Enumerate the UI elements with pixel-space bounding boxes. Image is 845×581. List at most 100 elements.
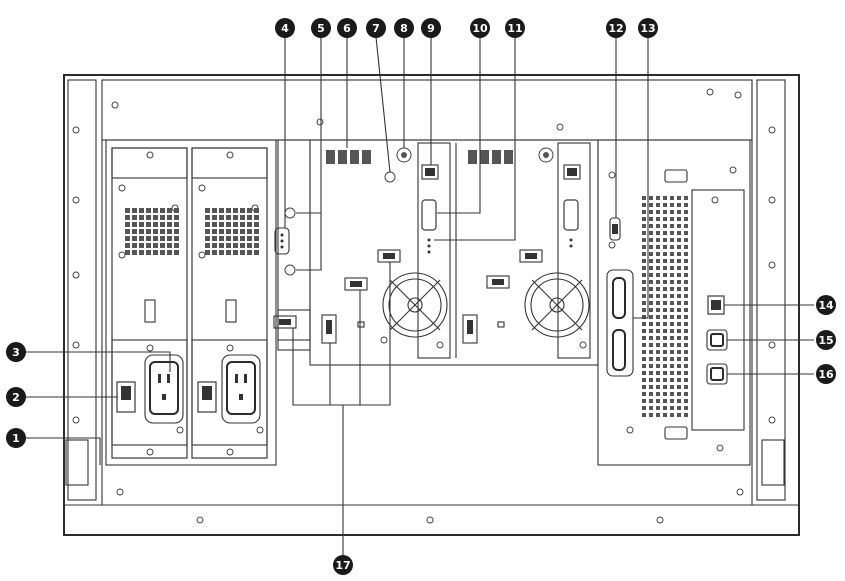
- vent-cell: [254, 208, 259, 213]
- vent-cell: [663, 266, 667, 270]
- vent-cell: [670, 259, 674, 263]
- vent-cell: [656, 252, 660, 256]
- vent-cell: [656, 238, 660, 242]
- vent-cell: [684, 378, 688, 382]
- callout-number: 5: [317, 22, 325, 35]
- vent-cell: [226, 236, 231, 241]
- vent-cell: [649, 357, 653, 361]
- vent-cell: [663, 287, 667, 291]
- power-supply-bay: [105, 139, 277, 466]
- vent-cell: [670, 231, 674, 235]
- callout-circle: [421, 18, 441, 38]
- vent-cell: [219, 222, 224, 227]
- vent-cell: [153, 236, 158, 241]
- vent-cell: [642, 329, 646, 333]
- vent-cell: [649, 371, 653, 375]
- vent-cell: [146, 229, 151, 234]
- vent-cell: [684, 266, 688, 270]
- vent-cell: [132, 215, 137, 220]
- vent-cell: [642, 301, 646, 305]
- vent-cell: [167, 250, 172, 255]
- vent-cell: [233, 250, 238, 255]
- vent-cell: [642, 406, 646, 410]
- vent-cell: [642, 238, 646, 242]
- vent-cell: [656, 273, 660, 277]
- vent-cell: [684, 287, 688, 291]
- vent-cell: [254, 229, 259, 234]
- vent-cell: [125, 222, 130, 227]
- callout-number: 9: [427, 22, 435, 35]
- vent-cell: [160, 208, 165, 213]
- vent-cell: [139, 222, 144, 227]
- callout-number: 10: [472, 22, 488, 35]
- vent-cell: [663, 308, 667, 312]
- vent-cell: [684, 294, 688, 298]
- vent-cell: [247, 208, 252, 213]
- vent-cell: [205, 222, 210, 227]
- callout-circle: [470, 18, 490, 38]
- vent-cell: [132, 229, 137, 234]
- vent-cell: [139, 208, 144, 213]
- vent-cell: [254, 243, 259, 248]
- vent-cell: [233, 208, 238, 213]
- vent-cell: [663, 406, 667, 410]
- callout-17: 17: [333, 555, 353, 575]
- vent-cell: [670, 371, 674, 375]
- controller-column: [274, 139, 311, 351]
- vent-cell: [139, 250, 144, 255]
- vent-cell: [670, 336, 674, 340]
- vent-cell: [663, 364, 667, 368]
- vent-cell: [254, 215, 259, 220]
- vent-cell: [642, 378, 646, 382]
- vent-cell: [677, 287, 681, 291]
- vent-cell: [656, 378, 660, 382]
- vent-cell: [160, 250, 165, 255]
- vent-cell: [663, 245, 667, 249]
- vent-cell: [642, 308, 646, 312]
- vent-cell: [132, 236, 137, 241]
- vent-cell: [656, 259, 660, 263]
- vent-cell: [649, 273, 653, 277]
- vent-cell: [254, 222, 259, 227]
- callout-15: 15: [816, 330, 836, 350]
- vent-cell: [684, 210, 688, 214]
- vent-cell: [153, 243, 158, 248]
- vent-cell: [642, 287, 646, 291]
- vent-cell: [684, 217, 688, 221]
- vent-cell: [684, 364, 688, 368]
- vent-cell: [684, 231, 688, 235]
- vent-cell: [663, 294, 667, 298]
- vent-cell: [656, 329, 660, 333]
- vent-cell: [663, 392, 667, 396]
- vent-cell: [663, 224, 667, 228]
- vent-cell: [649, 399, 653, 403]
- callout-number: 4: [281, 22, 289, 35]
- vent-cell: [219, 250, 224, 255]
- vent-cell: [670, 210, 674, 214]
- vent-cell: [656, 322, 660, 326]
- vent-cell: [642, 273, 646, 277]
- vent-cell: [677, 294, 681, 298]
- vent-cell: [233, 222, 238, 227]
- vent-cell: [153, 229, 158, 234]
- vent-cell: [656, 266, 660, 270]
- vent-cell: [677, 406, 681, 410]
- vent-cell: [240, 243, 245, 248]
- callout-circle: [816, 364, 836, 384]
- vent-cell: [684, 273, 688, 277]
- vent-cell: [677, 329, 681, 333]
- vent-cell: [670, 245, 674, 249]
- vent-cell: [663, 196, 667, 200]
- vent-cell: [684, 343, 688, 347]
- vent-cell: [649, 336, 653, 340]
- vent-cell: [656, 280, 660, 284]
- vent-cell: [677, 371, 681, 375]
- vent-cell: [153, 208, 158, 213]
- vent-cell: [677, 301, 681, 305]
- vent-cell: [649, 392, 653, 396]
- vent-cell: [247, 222, 252, 227]
- vent-cell: [649, 259, 653, 263]
- vent-cell: [670, 217, 674, 221]
- vent-cell: [125, 243, 130, 248]
